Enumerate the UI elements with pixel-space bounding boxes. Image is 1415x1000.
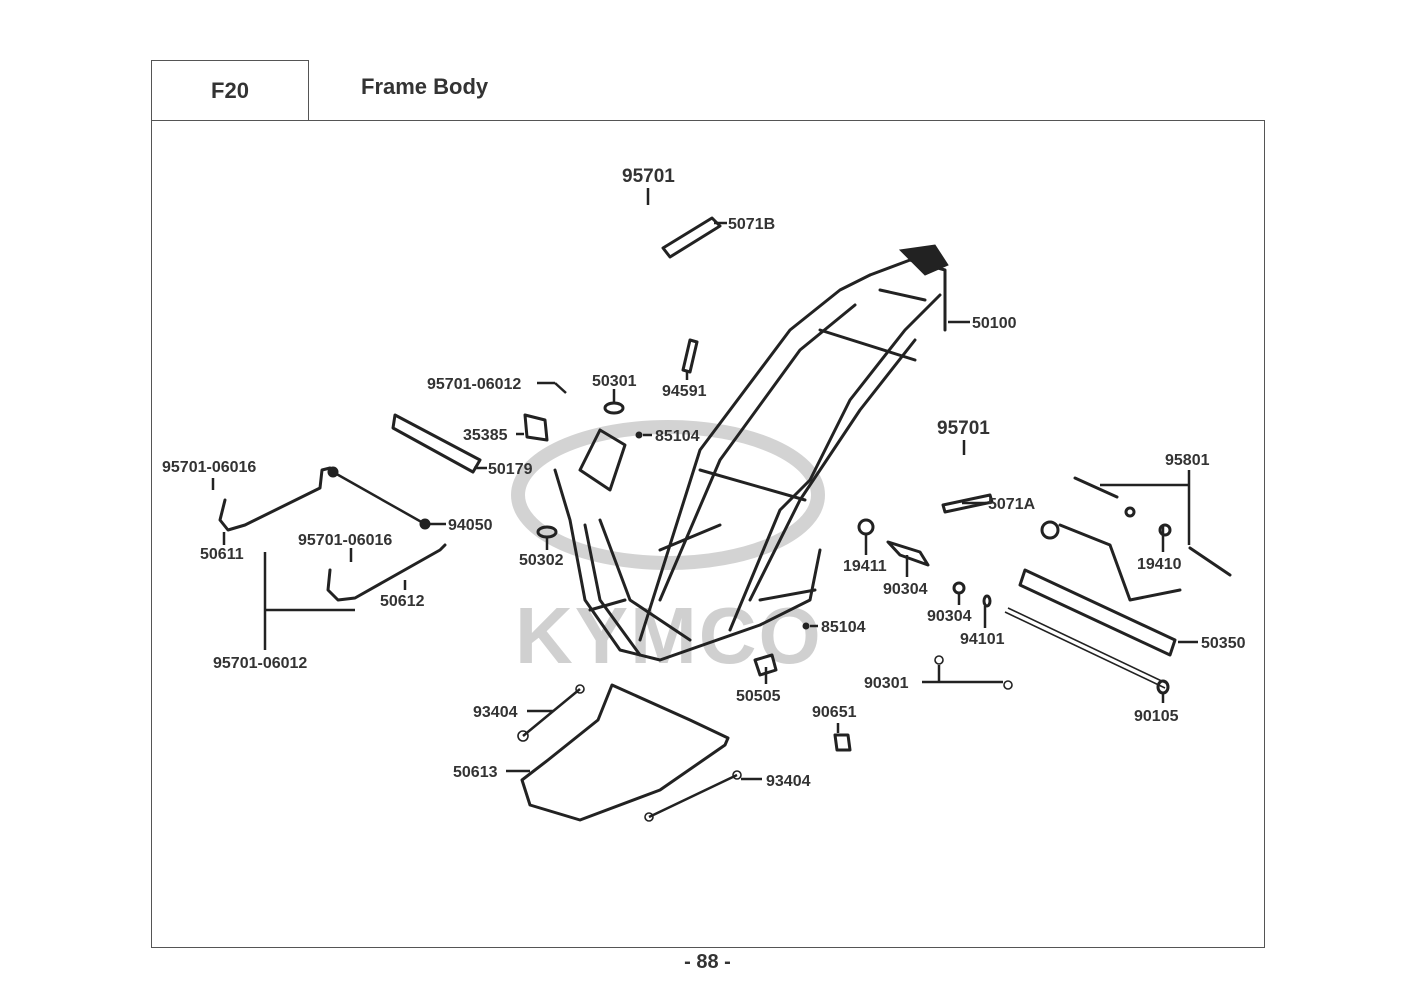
bar-50612-icon [326,543,447,602]
callout-label: 95701-06016 [162,459,256,476]
part-glyphs [218,216,1232,822]
bracket-5071B-icon [661,216,722,259]
diagram-frame [151,120,1265,948]
hose-19410-icon [886,540,930,567]
bolt-95801-icon [1073,476,1119,499]
callout-label: 50302 [519,552,564,569]
callout-label: 95701-06012 [427,376,521,393]
callout-label: 50301 [592,373,637,390]
stopper-50505-icon [753,653,778,677]
shaft-90105-icon [1004,611,1166,689]
callout-label: 50179 [488,461,533,478]
callout-label: 93404 [766,773,811,790]
bar-50611-icon [218,466,332,532]
frame-body-part [553,244,949,662]
callout-label: 90301 [864,675,909,692]
kymco-watermark: KYMCO [511,420,825,680]
page-number: - 88 - [684,951,731,973]
callout-label: 50505 [736,688,781,705]
bracket-5071A-icon [941,493,994,514]
callout-label: 94591 [662,383,707,400]
callout-label: 50100 [972,315,1017,332]
clamp-90651-icon [833,733,852,752]
callout-label: 85104 [821,619,866,636]
callout-label: 85104 [655,428,700,445]
grommet-50302-icon [536,525,558,539]
callout-label: 90651 [812,704,857,721]
callout-label: 50350 [1201,635,1246,652]
callout-label: 95801 [1165,452,1210,469]
watermark-text: KYMCO [515,591,823,680]
callout-label: 94101 [960,631,1005,648]
callout-label: 90105 [1134,708,1179,725]
callout-label: 50611 [200,546,244,563]
callout-labels: 95701 5071B 50100 95701-06012 50301 9459… [162,166,1246,790]
callout-label: 35385 [463,427,508,444]
callout-label: 90304 [883,581,928,598]
callout-label: 95701 [937,418,990,439]
callout-label: 95701 [622,166,675,187]
callout-label: 90304 [927,608,972,625]
washer-94101-icon [982,594,992,608]
callout-label: 95701-06012 [213,655,307,672]
callout-label: 94050 [448,517,493,534]
clamp-19411-icon [857,518,875,536]
stay-50179-icon [391,413,482,474]
callout-label: 50612 [380,593,425,610]
section-code: F20 [151,60,309,120]
hanger-50350-icon [1018,568,1177,657]
plate-94591-icon [681,338,699,374]
callout-label: 5071B [728,216,775,233]
callout-label: 19411 [843,558,887,575]
callout-label: 19410 [1137,556,1182,573]
nut-90301-icon [934,655,944,665]
grommet-50301-icon [603,401,625,415]
leader-lines [211,188,1198,819]
bracket-35385-icon [523,413,549,442]
watermark-ellipse [511,420,825,570]
cover-50613-icon [520,683,730,822]
callout-label: 95701-06016 [298,532,392,549]
callout-label: 5071A [988,496,1036,513]
nut-90304-icon [952,581,966,595]
callout-label: 50613 [453,764,498,781]
callout-label: 93404 [473,704,518,721]
clip-85104-icon [635,431,643,439]
section-title: Frame Body [361,74,489,99]
